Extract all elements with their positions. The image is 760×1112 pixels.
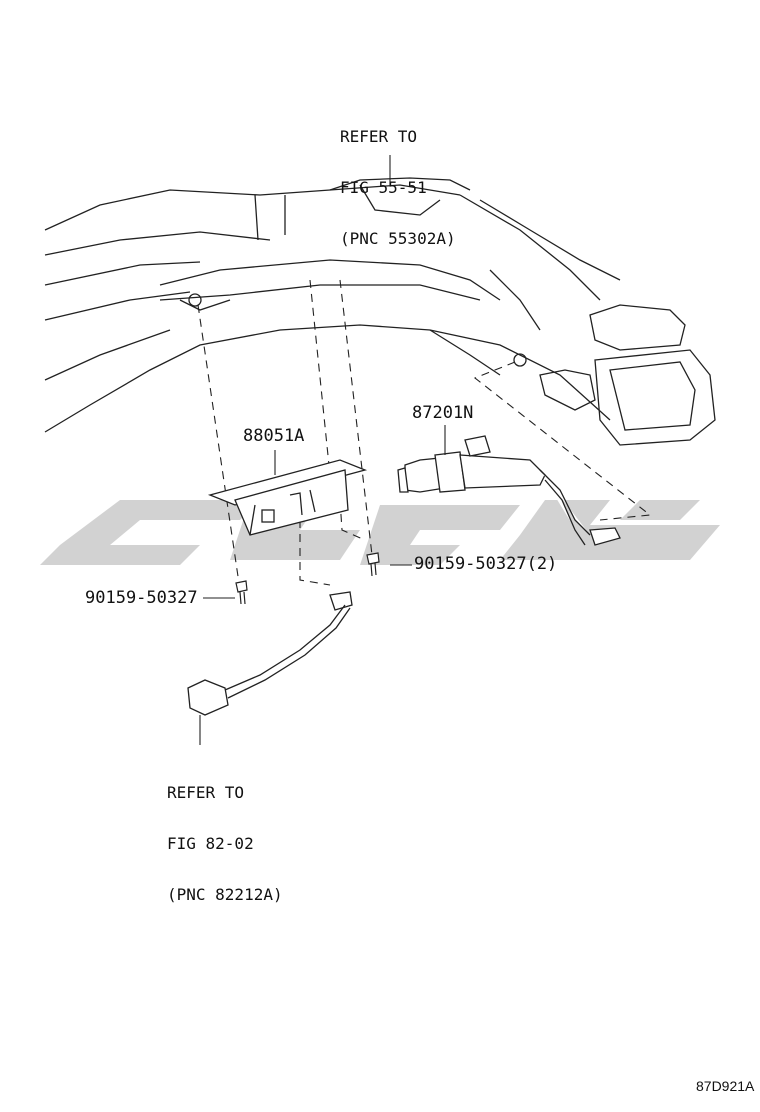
part-number-bolt-right[interactable]: 90159-50327(2) <box>414 554 558 574</box>
bolt-drawings <box>235 552 380 605</box>
vehicle-body-frame <box>44 177 716 446</box>
top-ref-line-2: FIG 55-51 <box>340 178 427 197</box>
alignment-lines <box>197 279 652 591</box>
top-ref-line-1: REFER TO <box>340 127 418 146</box>
bottom-reference-callout: REFER TO FIG 82-02 (PNC 82212A) <box>167 750 283 937</box>
part-number-87201n[interactable]: 87201N <box>412 403 474 423</box>
diagram-code: 87D921A <box>696 1078 755 1094</box>
top-ref-line-3: (PNC 55302A) <box>340 229 456 248</box>
leader-lines <box>199 155 446 745</box>
bottom-ref-line-3: (PNC 82212A) <box>167 885 283 904</box>
watermark-logo <box>40 500 720 565</box>
bottom-ref-line-1: REFER TO <box>167 783 245 802</box>
part-number-88051a[interactable]: 88051A <box>243 426 305 446</box>
part-number-bolt-left[interactable]: 90159-50327 <box>85 588 198 608</box>
sensor-87201n-drawing <box>397 435 621 546</box>
top-reference-callout: REFER TO FIG 55-51 (PNC 55302A) <box>340 94 456 281</box>
module-88051a-drawing <box>207 459 368 536</box>
wire-harness-drawing <box>187 591 353 716</box>
bottom-ref-line-2: FIG 82-02 <box>167 834 254 853</box>
